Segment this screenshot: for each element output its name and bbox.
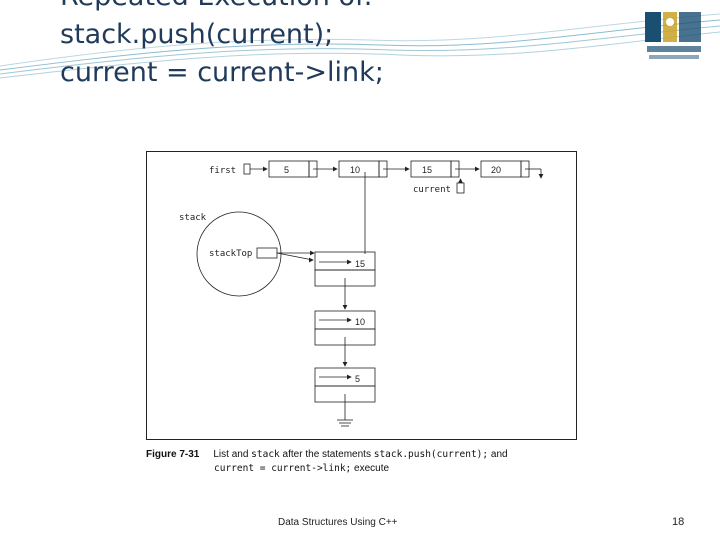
list-node: 5 — [268, 160, 318, 178]
stack-label: stack — [179, 213, 207, 223]
list-node-value: 10 — [350, 165, 360, 175]
stack-node-value: 15 — [355, 259, 365, 269]
stacktop-arrow — [276, 252, 314, 261]
caption-text-1: List and — [213, 449, 252, 460]
slide-title: Repeated Execution of: stack.push(curren… — [60, 0, 384, 92]
figure-caption: Figure 7-31 List and stack after the stat… — [146, 448, 580, 476]
university-logo-icon — [643, 10, 705, 62]
header-wave-decoration — [0, 13, 720, 79]
footer-title: Data Structures Using C++ — [278, 517, 398, 528]
list-node-value: 20 — [491, 165, 501, 175]
caption-code-3: current = current->link; — [214, 463, 352, 474]
list-node: 15 — [410, 160, 460, 178]
title-line-3: current = current->link; — [60, 57, 384, 88]
list-node: 10 — [338, 160, 388, 178]
stack-node-value: 10 — [355, 317, 365, 327]
caption-text-2: after the statements — [279, 449, 374, 460]
title-line-1: Repeated Execution of: — [60, 0, 384, 16]
figure-number: Figure 7-31 — [146, 449, 200, 460]
figure-panel: first 5 10 15 20 — [146, 151, 577, 440]
page-number: 18 — [672, 516, 685, 528]
stack-node-value: 5 — [355, 374, 360, 384]
first-label: first — [209, 166, 236, 176]
list-node-value: 15 — [422, 165, 432, 175]
caption-code-2: stack.push(current); — [373, 449, 489, 460]
slide-header: Repeated Execution of: stack.push(curren… — [0, 0, 720, 110]
list-node-value: 5 — [284, 165, 289, 175]
first-pointer-box — [243, 163, 251, 175]
stacktop-pointer-box — [256, 247, 278, 259]
caption-text-4: execute — [351, 463, 390, 474]
ground-icon — [337, 419, 353, 427]
linked-list-stack-diagram: first 5 10 15 20 — [179, 160, 544, 427]
current-label: current — [413, 185, 451, 195]
current-pointer-box — [456, 182, 465, 194]
caption-text-3: and — [488, 449, 508, 460]
list-node: 20 — [480, 160, 530, 178]
title-line-2: stack.push(current); — [60, 19, 334, 50]
caption-code-1: stack — [251, 449, 280, 460]
stacktop-label: stackTop — [209, 249, 252, 259]
